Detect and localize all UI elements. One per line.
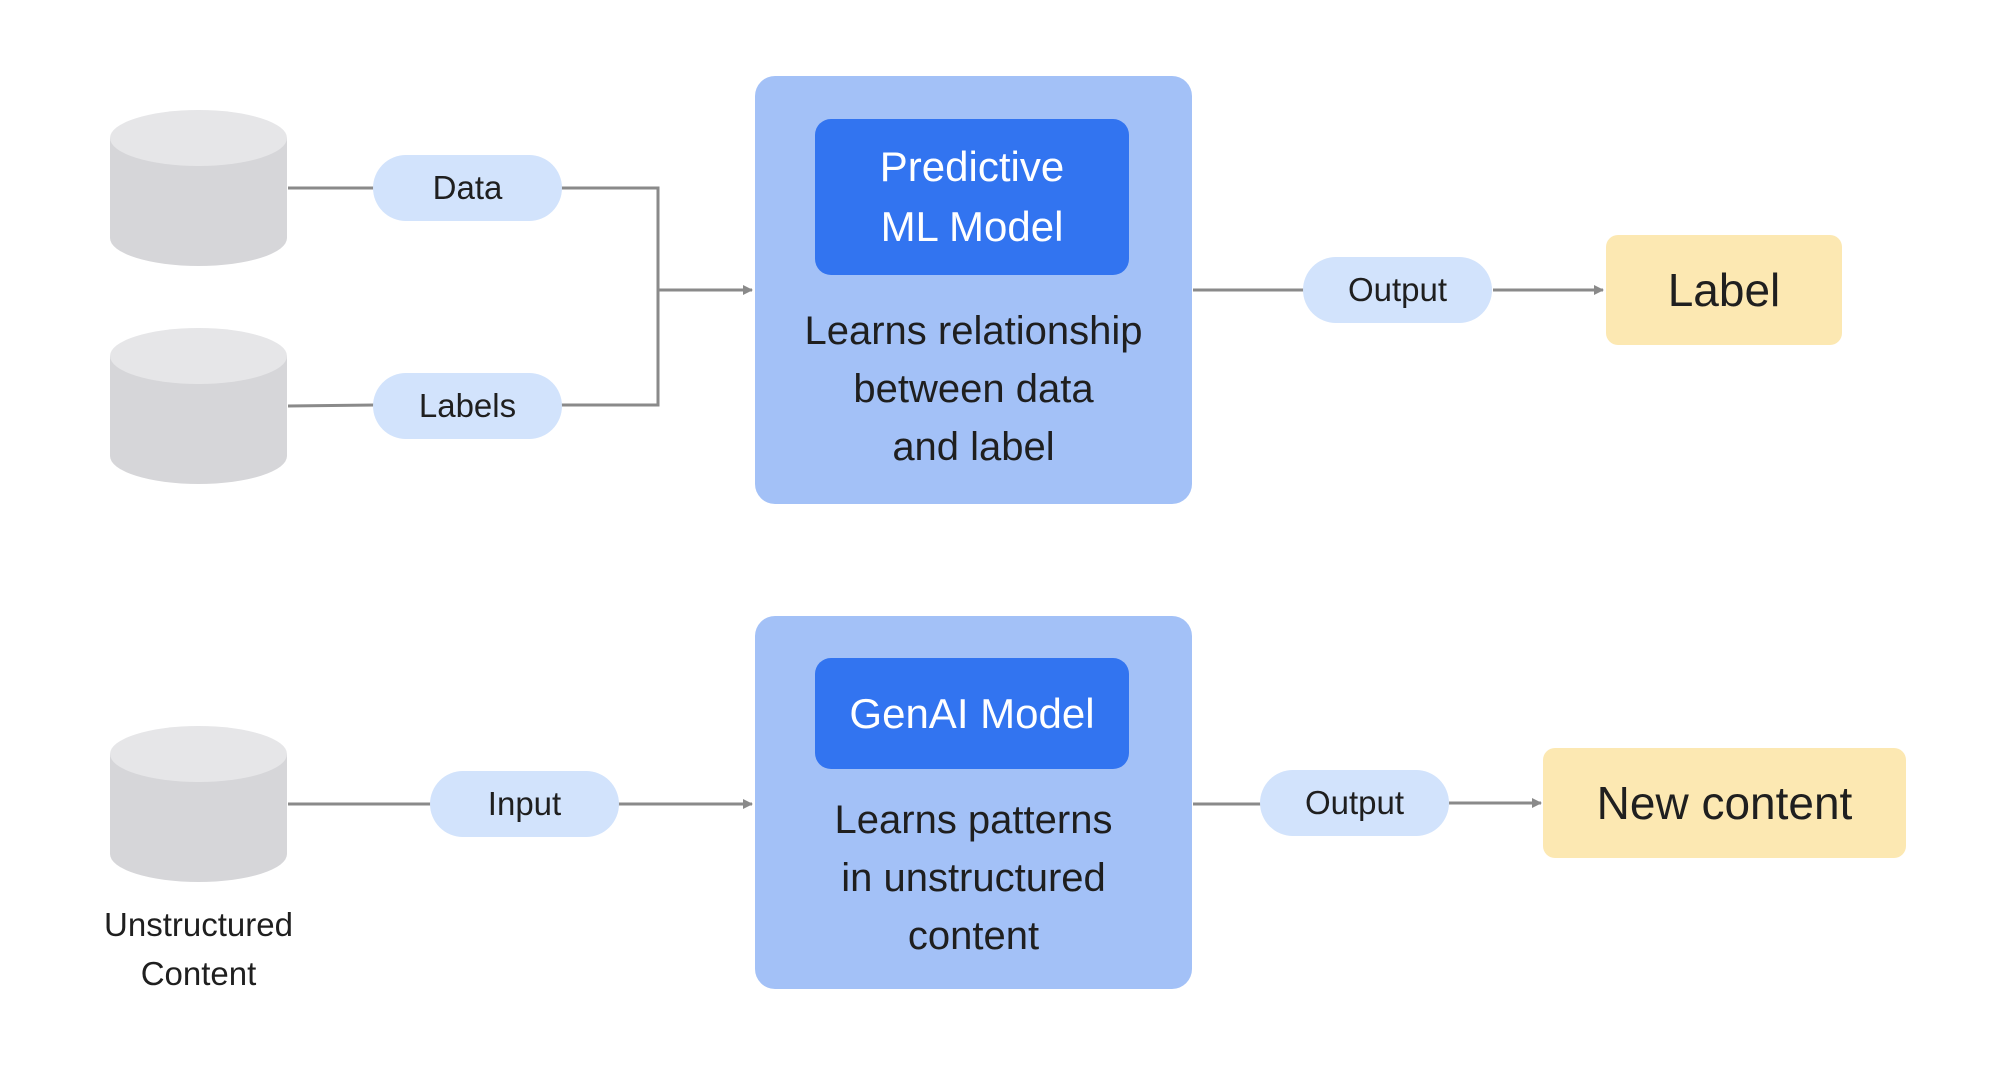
- predictive-model-description: Learns relationship between data and lab…: [804, 309, 1143, 469]
- data-pill: Data: [373, 155, 562, 221]
- new-content-result-box: New content: [1543, 748, 1906, 858]
- connector-labels-merge: [561, 290, 660, 407]
- label-result-box: Label: [1606, 235, 1842, 345]
- predictive-ml-model-box: Predictive ML Model: [815, 119, 1129, 275]
- connector-db-labels: [287, 403, 376, 408]
- input-pill: Input: [430, 771, 619, 837]
- genai-model-description: Learns patterns in unstructured content: [834, 798, 1113, 958]
- genai-output-pill: Output: [1260, 770, 1449, 836]
- database-icon: [110, 328, 287, 484]
- database-icon: [110, 110, 287, 266]
- predictive-output-pill: Output: [1303, 257, 1492, 323]
- connector-data-merge: [561, 186, 660, 290]
- labels-pill: Labels: [373, 373, 562, 439]
- database-icon: [110, 726, 287, 882]
- genai-model-box: GenAI Model: [815, 658, 1129, 769]
- unstructured-content-caption: Unstructured Content: [104, 906, 293, 992]
